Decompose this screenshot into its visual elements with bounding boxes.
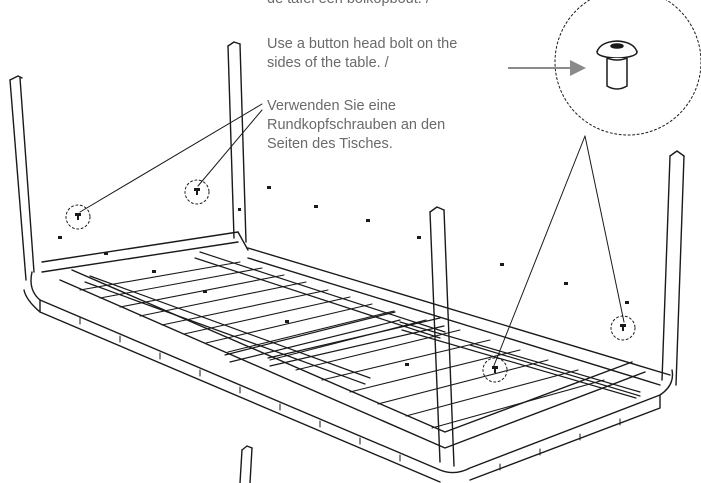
instruction-english: Use a button head bolt on the sides of t… [267, 36, 458, 71]
leader-lines [79, 103, 625, 369]
bolt-callout-1 [75, 213, 81, 220]
bolt-callout-4 [620, 324, 626, 331]
instruction-german: Verwenden Sie eine Rundkopfschrauben an … [267, 98, 446, 152]
bolts [58, 186, 629, 373]
table-top-frame [23, 269, 674, 483]
bolt-callout-3 [492, 366, 498, 373]
arrow-right-icon [508, 60, 586, 76]
instruction-dutch-partial: de tafel een bolkopbout. / [267, 0, 527, 9]
edge-ticks [79, 317, 621, 471]
leg-center-back [227, 41, 247, 243]
table-slats [79, 261, 605, 429]
dotted-callouts [65, 0, 701, 383]
leg-left-back [9, 75, 35, 281]
support-rails [84, 251, 641, 399]
button-head-bolt-icon [596, 40, 638, 90]
bolt-small [58, 186, 629, 366]
leg-front [429, 206, 455, 467]
apron-back [41, 231, 249, 273]
bolt-callout-2 [194, 188, 200, 195]
leg-right [661, 150, 685, 386]
apron-long [247, 247, 671, 386]
leg-bottom-partial [239, 445, 253, 483]
